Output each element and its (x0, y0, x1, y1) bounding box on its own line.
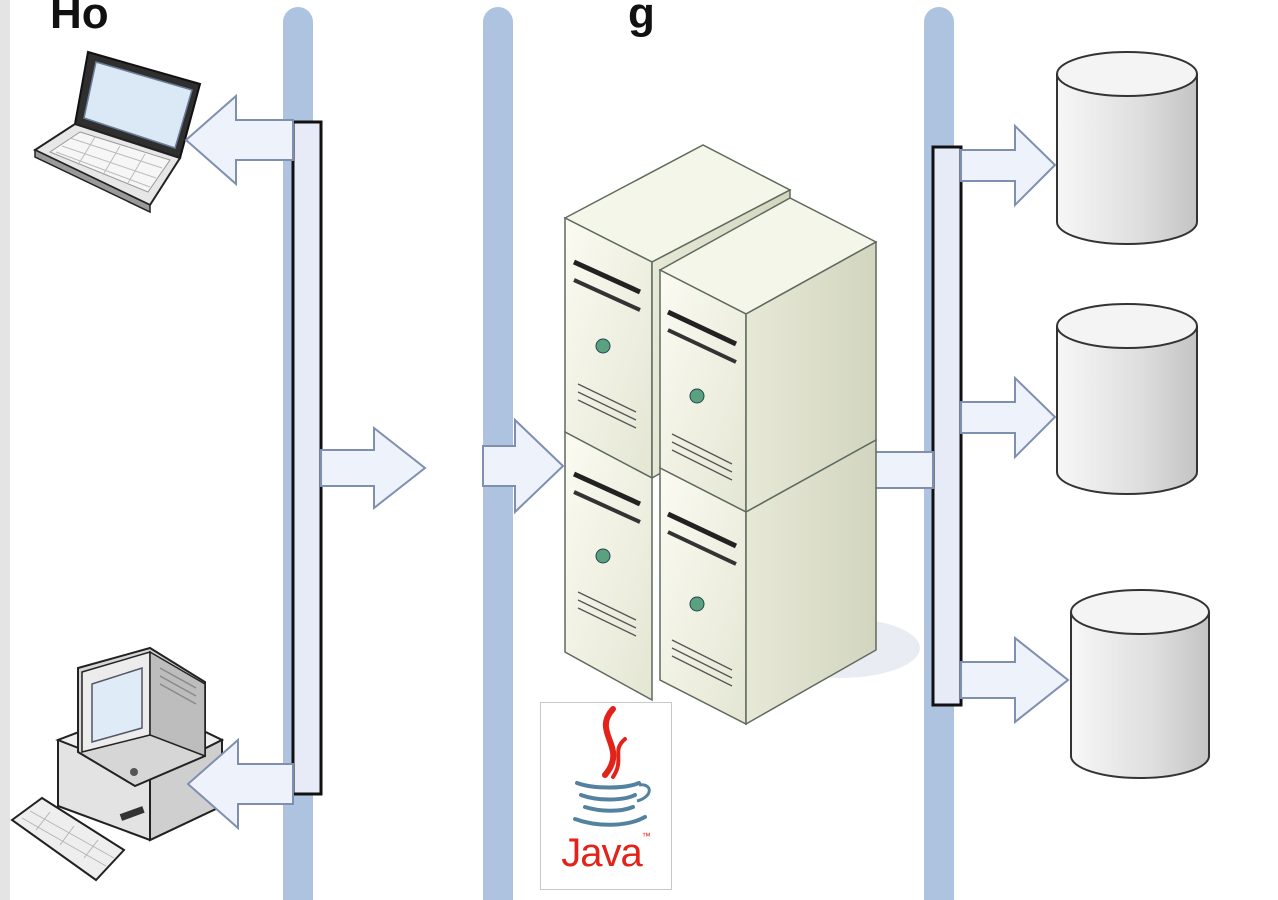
database-icon (1056, 303, 1198, 495)
arrow-to-database-3 (960, 635, 1070, 725)
java-logo-text: Java™ (561, 831, 651, 875)
arrow-to-middle-tier (320, 425, 427, 511)
heading-fragment-middle: g (628, 0, 655, 38)
arrows (184, 93, 1070, 831)
data-connector-bar (931, 145, 963, 707)
arrow-to-laptop (184, 93, 294, 187)
java-logo: Java™ (540, 702, 672, 890)
server-unit (564, 430, 653, 702)
database-icon (1070, 589, 1210, 779)
trademark-symbol: ™ (641, 831, 651, 841)
database-icon (1056, 51, 1198, 245)
arrow-to-database-2 (960, 375, 1057, 460)
laptop-icon (32, 50, 202, 214)
server-unit (658, 197, 878, 514)
server-cluster-icon (563, 144, 920, 726)
arrow-to-desktop (186, 737, 294, 831)
heading-fragment-left: Ho (50, 0, 109, 38)
arrow-to-server (482, 417, 565, 515)
desktop-computer-icon (10, 646, 225, 882)
client-connector-bar (291, 120, 323, 796)
left-edge-shadow (0, 0, 10, 900)
arrow-to-database-1 (960, 123, 1057, 208)
server-unit (659, 438, 877, 726)
java-logo-icon (573, 706, 651, 827)
